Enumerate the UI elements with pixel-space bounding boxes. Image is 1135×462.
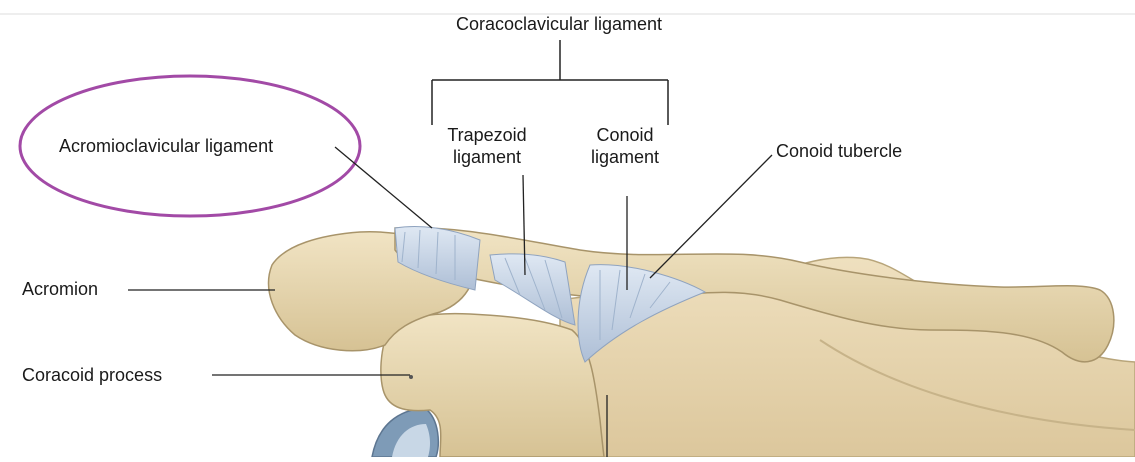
label-acromioclavicular-ligament: Acromioclavicular ligament <box>59 135 273 157</box>
label-coracoid-process: Coracoid process <box>22 364 162 386</box>
label-conoid-line1: Conoid <box>570 124 680 146</box>
coracoclavicular-bracket <box>432 40 668 125</box>
label-trapezoid-ligament: Trapezoid ligament <box>432 124 542 168</box>
leader-acromioclavicular <box>335 147 432 228</box>
trapezoid-ligament-shape <box>490 254 575 325</box>
label-acromion: Acromion <box>22 278 98 300</box>
coracoid-dot <box>409 375 413 379</box>
label-conoid-line2: ligament <box>570 146 680 168</box>
label-conoid-tubercle: Conoid tubercle <box>776 140 902 162</box>
label-conoid-ligament: Conoid ligament <box>570 124 680 168</box>
label-trapezoid-line2: ligament <box>432 146 542 168</box>
label-trapezoid-line1: Trapezoid <box>432 124 542 146</box>
label-coracoclavicular-ligament: Coracoclavicular ligament <box>426 13 692 35</box>
